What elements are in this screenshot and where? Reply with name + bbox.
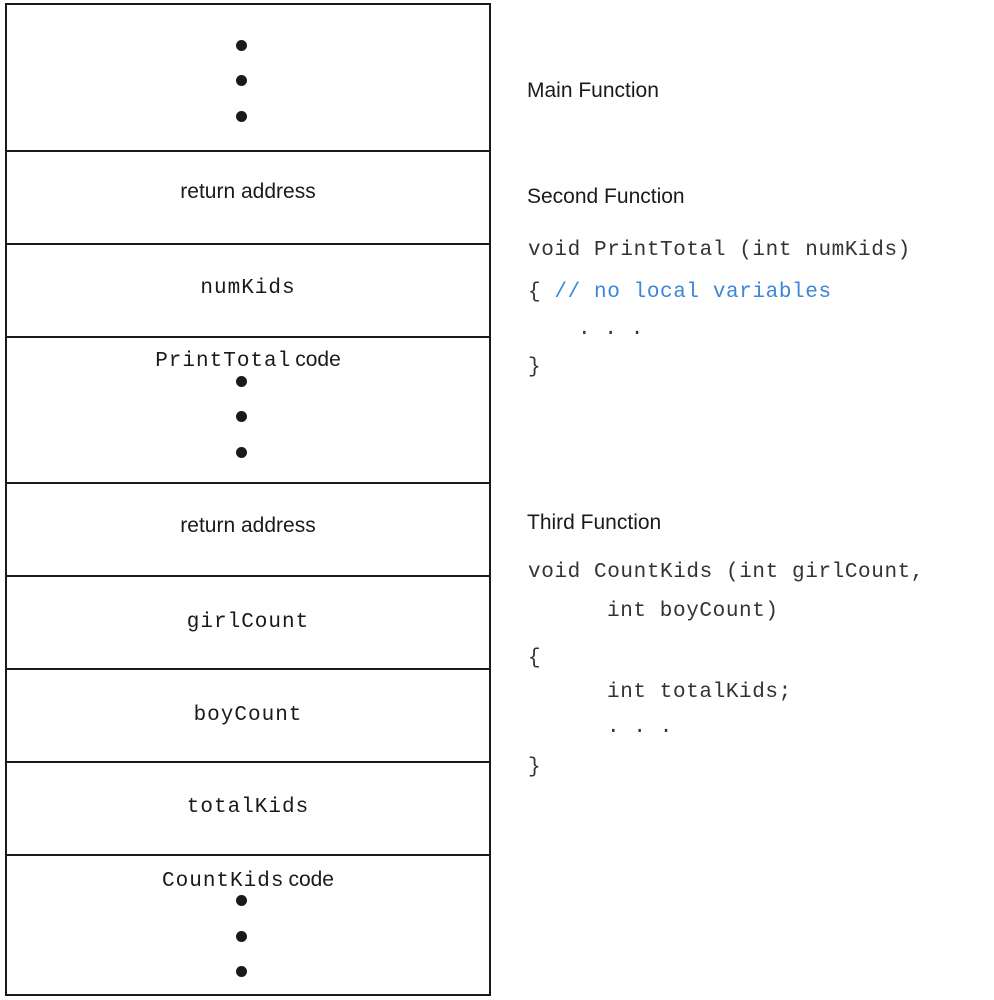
- stack-cell-num-kids: numKids: [7, 245, 489, 338]
- print-total-code-label: PrintTotal code: [7, 348, 489, 373]
- ellipsis-dot: [236, 447, 247, 458]
- code-word: code: [295, 348, 341, 371]
- count-kids-close-brace: }: [528, 756, 542, 779]
- count-kids-code-label: CountKids code: [7, 868, 489, 893]
- call-stack-diagram: return address numKids PrintTotal code r…: [5, 3, 491, 996]
- total-kids-label: totalKids: [186, 796, 310, 819]
- print-total-ellipsis: . . .: [578, 318, 645, 341]
- stack-cell-return-address-1: return address: [7, 152, 489, 245]
- stack-cell-boy-count: boyCount: [7, 670, 489, 763]
- ellipsis-dot: [236, 111, 247, 122]
- ellipsis-dot: [236, 966, 247, 977]
- boy-count-label: boyCount: [193, 704, 303, 727]
- ellipsis-dot: [236, 931, 247, 942]
- stack-cell-total-kids: totalKids: [7, 763, 489, 856]
- third-function-title: Third Function: [527, 511, 662, 534]
- ellipsis-dot: [236, 75, 247, 86]
- ellipsis-dot: [236, 895, 247, 906]
- num-kids-label: numKids: [200, 277, 296, 300]
- count-kids-signature: void CountKids (int girlCount,: [528, 561, 925, 584]
- stack-cell-count-kids-code: CountKids code: [7, 856, 489, 996]
- open-brace: {: [528, 281, 542, 304]
- ellipsis-dot: [236, 376, 247, 387]
- ellipsis-dot: [236, 40, 247, 51]
- second-function-title: Second Function: [527, 185, 685, 208]
- count-kids-signature-cont: int boyCount): [607, 600, 779, 623]
- stack-cell-main-ellipsis: [7, 5, 489, 152]
- stack-cell-girl-count: girlCount: [7, 577, 489, 670]
- count-kids-function-name: CountKids: [162, 870, 285, 893]
- count-kids-local-decl: int totalKids;: [607, 681, 792, 704]
- count-kids-ellipsis: . . .: [607, 716, 674, 739]
- ellipsis-dot: [236, 411, 247, 422]
- return-address-label: return address: [180, 180, 316, 203]
- count-kids-open-brace: {: [528, 647, 542, 670]
- print-total-close-brace: }: [528, 356, 542, 379]
- return-address-label: return address: [180, 514, 316, 537]
- girl-count-label: girlCount: [186, 611, 310, 634]
- stack-cell-return-address-2: return address: [7, 484, 489, 577]
- stack-cell-print-total-code: PrintTotal code: [7, 338, 489, 484]
- main-function-title: Main Function: [527, 79, 659, 102]
- code-comment: // no local variables: [554, 281, 832, 304]
- print-total-open-line: { // no local variables: [528, 281, 832, 304]
- print-total-function-name: PrintTotal: [155, 350, 292, 373]
- code-word: code: [288, 868, 334, 891]
- print-total-signature: void PrintTotal (int numKids): [528, 239, 911, 262]
